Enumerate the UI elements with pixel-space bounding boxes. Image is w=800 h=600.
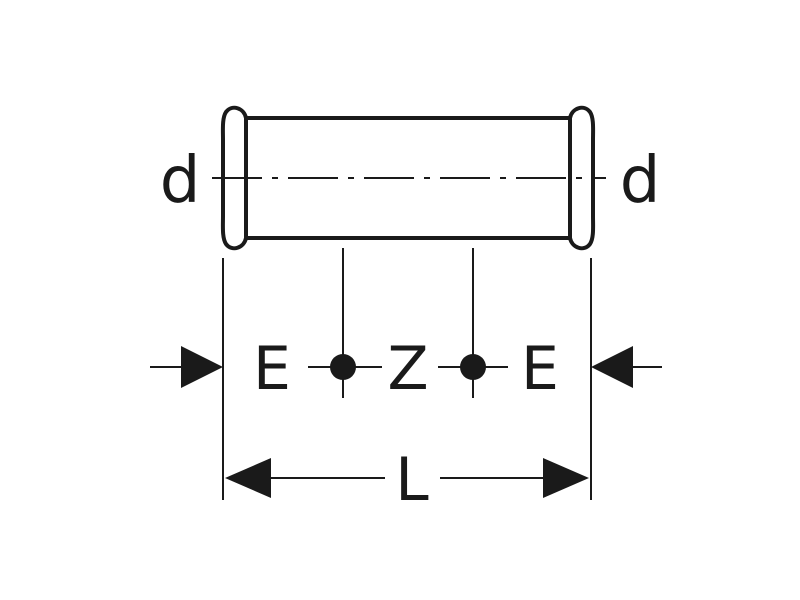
insertion-dot-left bbox=[330, 354, 356, 380]
outer-arrow-left-head bbox=[181, 346, 223, 388]
diameter-label-right: d bbox=[620, 144, 661, 218]
length-arrow-left-head bbox=[225, 458, 271, 498]
length-arrow-right-head bbox=[543, 458, 589, 498]
length-dimension-row: L bbox=[225, 445, 589, 515]
diameter-label-left: d bbox=[160, 144, 201, 218]
gap-label: Z bbox=[387, 334, 428, 404]
length-label: L bbox=[395, 445, 429, 515]
insertion-dot-right bbox=[460, 354, 486, 380]
e-z-e-dimension-row: E Z E bbox=[150, 334, 662, 404]
insertion-depth-label-right: E bbox=[521, 334, 559, 404]
insertion-depth-label-left: E bbox=[253, 334, 291, 404]
outer-arrow-right-head bbox=[591, 346, 633, 388]
